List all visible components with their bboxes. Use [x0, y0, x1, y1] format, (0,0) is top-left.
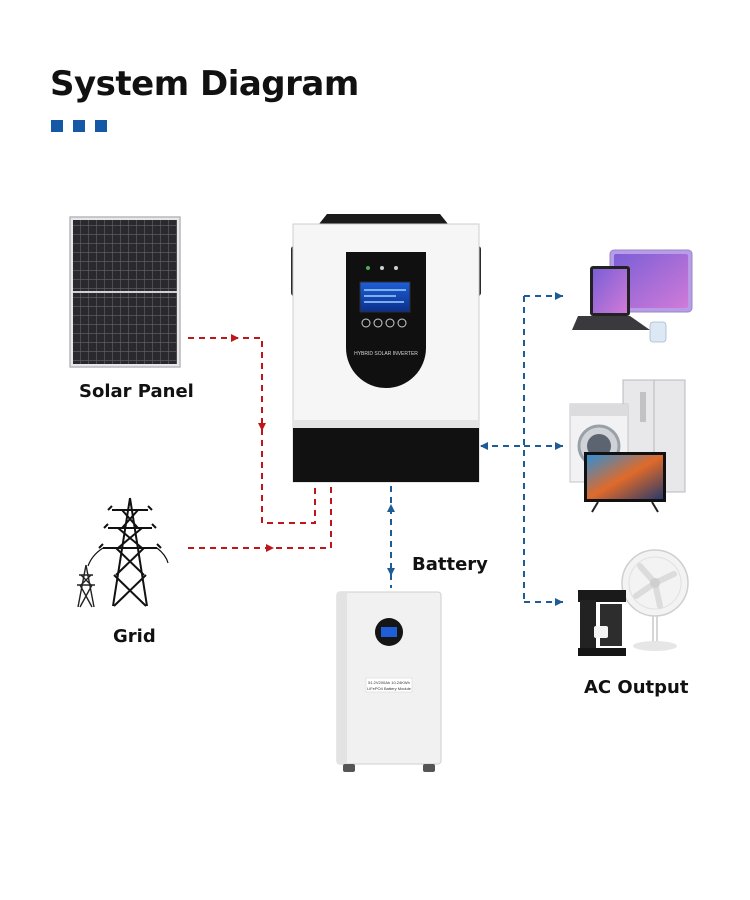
battery-line: [387, 486, 395, 588]
ac-arrowheads: [231, 334, 274, 552]
laptop-tablet-icon: [572, 249, 693, 343]
solar-panel-label: Solar Panel: [79, 381, 194, 402]
grid-tower-icon: [87, 497, 169, 607]
coffee-fan-icon: [578, 549, 689, 656]
solar-panel-icon: [69, 216, 181, 368]
accent-square: [51, 120, 63, 132]
small-tower-icon: [77, 564, 95, 608]
battery-label: Battery: [412, 554, 488, 575]
inverter-panel-text: HYBRID SOLAR INVERTER: [354, 351, 418, 357]
ac-output-label: AC Output: [584, 677, 689, 698]
ac-output-lines: [480, 292, 563, 606]
battery-module-icon: 51.2V200Ah 10.24KWh LiFePO4 Battery Modu…: [336, 591, 442, 772]
battery-spec-line-1: 51.2V200Ah 10.24KWh: [368, 680, 410, 685]
grid-label: Grid: [113, 626, 156, 647]
accent-square: [73, 120, 85, 132]
title-decoration: [51, 120, 107, 132]
accent-square: [95, 120, 107, 132]
inverter-device: HYBRID SOLAR INVERTER: [291, 214, 481, 483]
appliances-icon: [569, 379, 686, 513]
page-title: System Diagram: [50, 64, 359, 104]
battery-spec-line-2: LiFePO4 Battery Module: [367, 686, 412, 691]
